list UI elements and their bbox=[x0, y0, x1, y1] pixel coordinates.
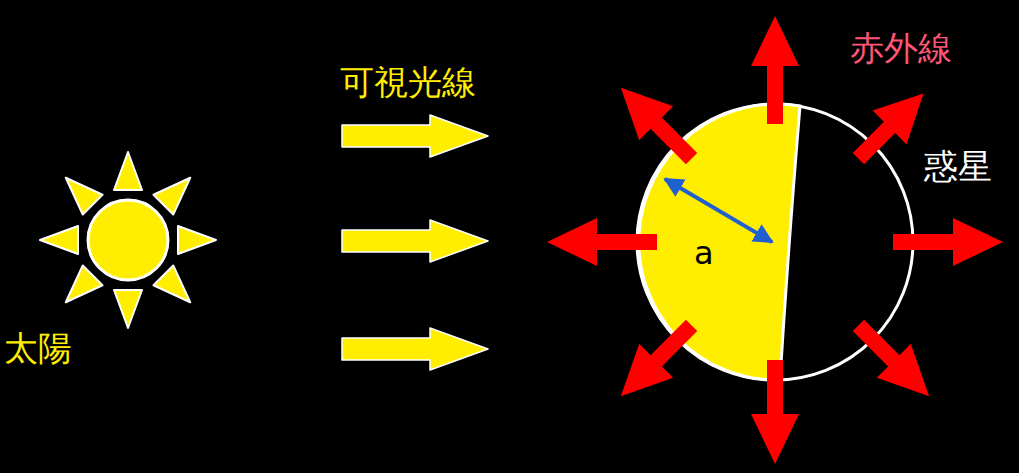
radius-label: a bbox=[694, 236, 714, 271]
infrared-label: 赤外線 bbox=[850, 30, 952, 67]
sun-symbol bbox=[40, 152, 216, 328]
infrared-arrows bbox=[547, 16, 1003, 464]
light-label: 可視光線 bbox=[340, 64, 476, 101]
visible-light-arrows bbox=[342, 115, 488, 370]
planet-label: 惑星 bbox=[924, 148, 992, 185]
radius-arrow bbox=[665, 179, 772, 242]
sun-label: 太陽 bbox=[4, 330, 72, 367]
